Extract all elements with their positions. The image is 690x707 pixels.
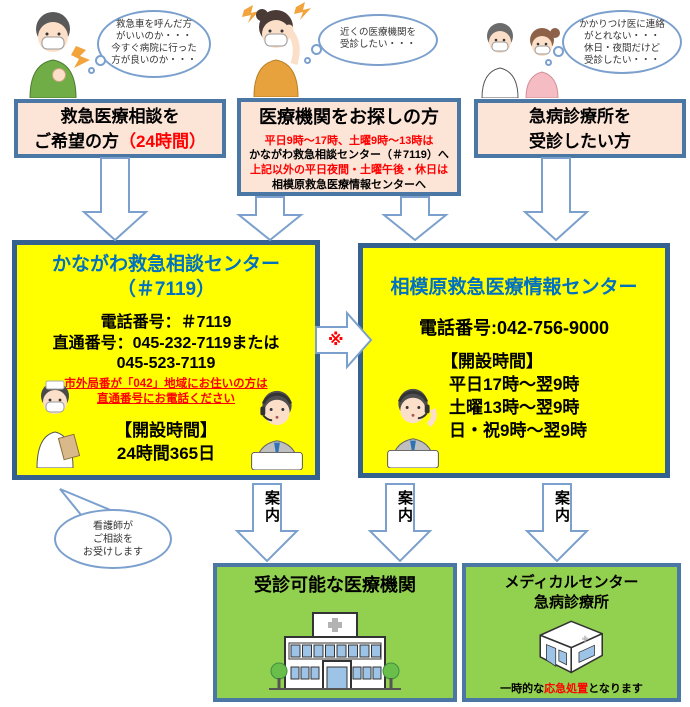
arrow-search-to-sagamihara [381, 196, 449, 242]
reference-mark: ※ [328, 332, 344, 349]
thought-bubble-family-doctor: かかりつけ医に連絡 がとれない・・・ 休日・夜間だけど 受診したい・・・ [562, 10, 682, 74]
kanagawa-title-line1: かながわ救急相談センター [51, 254, 280, 275]
kanagawa-phone3: 045-523-7119 [116, 355, 216, 373]
arrow-search-to-kanagawa [236, 196, 304, 242]
kanagawa-phone1: 電話番号：＃7119 [100, 314, 232, 332]
guide-label-1: 案内 [263, 490, 280, 524]
medical-center-note: 一時的な応急処置となります [466, 680, 677, 696]
medical-center-title-line2: 急病診療所 [533, 593, 609, 611]
nurse-bubble-line: お受けします [83, 547, 143, 558]
entry-clinic-line2: 受診したい方 [529, 131, 631, 151]
bubble-line: かかりつけ医に連絡 [579, 19, 665, 30]
bubble-dot [304, 57, 311, 64]
entry-search-note4: 相模原救急医療情報センターへ [272, 178, 426, 191]
kanagawa-hours-value: 24時間365日 [116, 443, 216, 463]
note-black2: となります [588, 683, 643, 695]
medical-center-title-line1: メディカルセンター [504, 574, 639, 591]
kanagawa-hours-label: 【開設時間】 [115, 420, 217, 440]
woman-headache-illustration [240, 2, 312, 102]
bubble-line: 方が良いのか・・・ [111, 54, 197, 66]
bubble-line: 受診したい・・・ [339, 38, 416, 50]
thought-bubble-nearby: 近くの医療機関を 受診したい・・・ [318, 14, 438, 66]
bubble-dot [553, 46, 564, 57]
entry-search-note1: 平日9時～17時、土曜9時～13時は [264, 134, 434, 147]
nurse-bubble-line: 看護師が [93, 521, 133, 532]
entry-box-search: 医療機関をお探しの方 平日9時～17時、土曜9時～13時は かながわ救急相談セン… [237, 98, 461, 196]
bubble-line: 近くの医療機関を [339, 27, 416, 38]
arrow-clinic-to-sagamihara [522, 157, 590, 242]
kanagawa-title-line2: （＃7119） [116, 278, 216, 300]
operator-phone-illustration [377, 386, 449, 473]
bubble-dot [95, 55, 106, 66]
hospital-illustration [217, 599, 453, 702]
lightning-icon [242, 5, 259, 23]
bubble-dot [88, 67, 95, 74]
medical-institutions-box: 受診可能な医療機関 [213, 563, 457, 702]
entry-consult-line2-red: （24時間） [119, 131, 206, 151]
entry-clinic-line1: 急病診療所を [529, 107, 631, 126]
bubble-dot [545, 59, 552, 66]
note-black1: 一時的な [500, 683, 545, 695]
entry-box-consultation: 救急医療相談を ご希望の方（24時間） [14, 99, 226, 158]
kanagawa-note-line1: 市外局番が「042」地域にお住いの方は [64, 377, 268, 390]
nurse-speech-bubble: 看護師が ご相談を お受けします [54, 509, 172, 569]
entry-consult-line2-black: ご希望の方 [34, 131, 120, 151]
medical-center-box: メディカルセンター 急病診療所 一時的な応急処置となります [462, 563, 681, 702]
man-chest-pain-illustration [12, 8, 94, 103]
sagamihara-hours-3: 日・祝9時～翌9時 [449, 420, 587, 440]
lightning-icon [71, 46, 90, 68]
sagamihara-phone: 電話番号:042-756-9000 [418, 317, 610, 338]
arrow-consult-to-kanagawa [81, 157, 149, 242]
entry-search-note3: 上記以外の平日夜間・土曜午後・休日は [250, 164, 448, 177]
thought-bubble-ambulance: 救急車を呼んだ方 がいいのか・・・ 今すぐ病院に行った 方が良いのか・・・ [97, 10, 211, 78]
sagamihara-hours-2: 土曜13時～翌9時 [449, 397, 580, 417]
entry-search-title: 医療機関をお探しの方 [259, 107, 439, 127]
guide-label-2: 案内 [396, 490, 413, 524]
bubble-dot [311, 44, 322, 55]
bubble-line: がとれない・・・ [583, 30, 660, 42]
kanagawa-note-line2: 直通番号にお電話ください [97, 392, 235, 405]
entry-consult-line1: 救急医療相談を [60, 107, 180, 126]
bubble-line: 休日・夜間だけど [583, 42, 660, 54]
kanagawa-phone2: 直通番号：045-232-7119または [52, 334, 280, 352]
note-red: 応急処置 [544, 683, 589, 695]
kanagawa-center-box: かながわ救急相談センター （＃7119） 電話番号：＃7119 直通番号：045… [12, 240, 320, 480]
sagamihara-title: 相模原救急医療情報センター [390, 277, 638, 298]
bubble-line: 救急車を呼んだ方 [115, 19, 192, 30]
bubble-line: 受診したい・・・ [583, 54, 660, 66]
nurse-illustration [25, 380, 87, 473]
operator-illustration [241, 388, 313, 475]
sagamihara-center-box: 相模原救急医療情報センター 電話番号:042-756-9000 【開設時間】 平… [358, 243, 670, 478]
sagamihara-hours-1: 平日17時～翌9時 [449, 374, 580, 394]
family-pair-illustration [476, 20, 568, 103]
entry-search-note2: かながわ救急相談センター（＃7119）へ [249, 149, 449, 162]
medical-institutions-title: 受診可能な医療機関 [254, 575, 416, 595]
lightning-icon [294, 2, 311, 20]
bubble-line: がいいのか・・・ [115, 30, 192, 42]
nurse-bubble-line: ご相談を [93, 534, 133, 545]
entry-box-clinic: 急病診療所を 受診したい方 [474, 99, 686, 158]
bubble-line: 今すぐ病院に行った [111, 42, 197, 54]
entry-consult-line2: ご希望の方（24時間） [18, 130, 222, 155]
sagamihara-hours-label: 【開設時間】 [441, 351, 544, 371]
guide-label-3: 案内 [553, 490, 570, 524]
clinic-illustration [466, 612, 677, 679]
